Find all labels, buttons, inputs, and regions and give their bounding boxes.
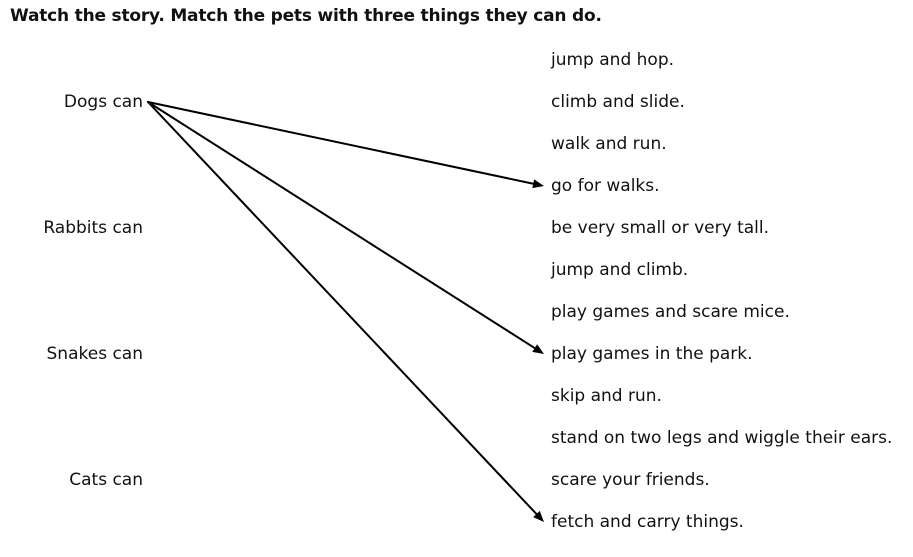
pet-label-snakes[interactable]: Snakes can bbox=[46, 344, 143, 364]
pet-label-rabbits[interactable]: Rabbits can bbox=[43, 218, 143, 238]
action-climb-and-slide[interactable]: climb and slide. bbox=[551, 92, 685, 112]
match-line-dogs-to-action-12[interactable] bbox=[147, 101, 544, 522]
match-line-dogs-to-action-8[interactable] bbox=[147, 101, 544, 354]
action-fetch-and-carry-things[interactable]: fetch and carry things. bbox=[551, 512, 744, 532]
action-go-for-walks[interactable]: go for walks. bbox=[551, 176, 660, 196]
match-line-dogs-to-action-4[interactable] bbox=[147, 101, 544, 189]
action-skip-and-run[interactable]: skip and run. bbox=[551, 386, 662, 406]
action-stand-on-two-legs[interactable]: stand on two legs and wiggle their ears. bbox=[551, 428, 893, 448]
instruction-text: Watch the story. Match the pets with thr… bbox=[10, 6, 602, 26]
action-jump-and-hop[interactable]: jump and hop. bbox=[551, 50, 675, 70]
pet-label-dogs[interactable]: Dogs can bbox=[63, 92, 143, 112]
action-jump-and-climb[interactable]: jump and climb. bbox=[551, 260, 689, 280]
pet-label-cats[interactable]: Cats can bbox=[69, 470, 143, 490]
action-be-very-small-or-tall[interactable]: be very small or very tall. bbox=[551, 218, 770, 238]
action-play-games-in-the-park[interactable]: play games in the park. bbox=[551, 344, 753, 364]
action-play-games-and-scare-mice[interactable]: play games and scare mice. bbox=[551, 302, 790, 322]
action-walk-and-run[interactable]: walk and run. bbox=[551, 134, 667, 154]
action-scare-your-friends[interactable]: scare your friends. bbox=[551, 470, 710, 490]
